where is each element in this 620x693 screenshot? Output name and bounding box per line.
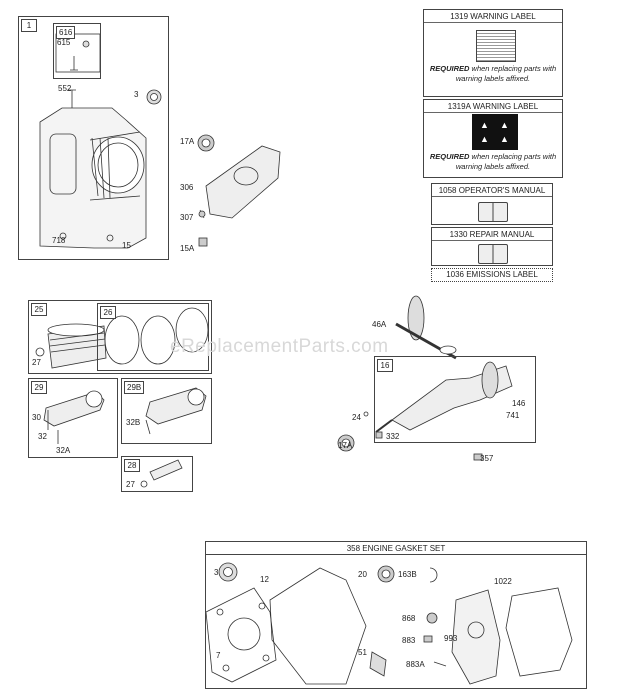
part-label: 27 — [32, 358, 41, 367]
part-label: 30 — [32, 413, 41, 422]
card-title: 1330 REPAIR MANUAL — [432, 229, 552, 241]
cam-gear-drawing — [395, 295, 457, 360]
watermark: eReplacementParts.com — [170, 336, 389, 357]
part-label: 32B — [126, 418, 141, 427]
part-label: 32A — [56, 446, 71, 455]
part-label: 1022 — [494, 577, 512, 586]
part-label: 868 — [402, 614, 416, 623]
part-label: 3 — [214, 568, 219, 577]
piston-ring-drawing — [104, 315, 140, 365]
piston-rings-box: 26 — [97, 303, 209, 371]
part-label: 17A — [338, 441, 353, 450]
repair-manual-card: 1330 REPAIR MANUAL — [431, 227, 553, 266]
part-label: 332 — [386, 432, 400, 441]
part-label: 307 — [180, 213, 194, 222]
part-label: 17A — [180, 137, 195, 146]
warning-label-1319a-card: 1319A WARNING LABEL ▲ ▲ ▲ ▲ REQUIRED whe… — [423, 99, 563, 178]
ref-tag: 29 — [31, 381, 47, 394]
part-label: 27 — [126, 480, 135, 489]
ref-tag: 26 — [100, 306, 116, 319]
part-label: 24 — [352, 413, 361, 422]
card-title: 1319 WARNING LABEL — [424, 11, 562, 23]
part-label: 163B — [398, 570, 417, 579]
card-title: 1319A WARNING LABEL — [424, 101, 562, 113]
required-note: REQUIRED when replacing parts with warni… — [429, 152, 557, 171]
book-icon — [478, 202, 508, 222]
part-label: 7 — [216, 651, 221, 660]
piston-pin-box: 28 — [121, 456, 193, 492]
warning-label-image: ▲ ▲ ▲ ▲ — [472, 114, 518, 150]
operators-manual-card: 1058 OPERATOR'S MANUAL — [431, 183, 553, 225]
warning-label-1319-card: 1319 WARNING LABEL REQUIRED when replaci… — [423, 9, 563, 97]
part-label: 883A — [406, 660, 425, 669]
ref-tag: 1 — [21, 19, 37, 32]
part-label: 12 — [260, 575, 269, 584]
connecting-rod-box: 29 — [28, 378, 118, 458]
part-label: 15 — [122, 241, 131, 250]
book-icon — [478, 244, 508, 264]
emissions-label-card: 1036 EMISSIONS LABEL — [431, 268, 553, 282]
warning-label-image — [476, 30, 516, 62]
card-title: 1036 EMISSIONS LABEL — [446, 270, 538, 279]
part-label: 20 — [358, 570, 367, 579]
cylinder-assembly-box: 1 616 — [18, 16, 169, 260]
part-label: 993 — [444, 634, 458, 643]
piston-pin-drawing — [149, 459, 183, 481]
part-label: 3 — [134, 90, 139, 99]
breather-drawing — [205, 145, 281, 219]
ref-tag: 25 — [31, 303, 47, 316]
part-label: 615 — [57, 38, 71, 47]
engine-gasket-set-box: 358 ENGINE GASKET SET — [205, 541, 587, 689]
ref-tag: 28 — [124, 459, 140, 472]
card-title: 1058 OPERATOR'S MANUAL — [432, 185, 552, 197]
required-note: REQUIRED when replacing parts with warni… — [429, 64, 557, 83]
ref-tag: 616 — [56, 26, 76, 39]
part-label: 357 — [480, 454, 494, 463]
head-gasket-drawing — [205, 587, 277, 683]
crankcase-gasket-drawing — [269, 567, 367, 685]
part-label: 552 — [58, 84, 72, 93]
gasket-set-title: 358 ENGINE GASKET SET — [206, 543, 586, 555]
part-label: 146 — [512, 399, 526, 408]
piston-box: 25 26 — [28, 300, 212, 374]
part-label: 51 — [358, 648, 367, 657]
part-label: 46A — [372, 320, 387, 329]
part-label: 32 — [38, 432, 47, 441]
connecting-rod-alt-box: 29B — [121, 378, 212, 444]
part-label: 306 — [180, 183, 194, 192]
crankshaft-box: 16 — [374, 356, 536, 443]
part-label: 741 — [506, 411, 520, 420]
valve-subassembly-box: 616 — [53, 23, 101, 79]
ref-tag: 16 — [377, 359, 393, 372]
part-label: 883 — [402, 636, 416, 645]
part-label: 718 — [52, 236, 66, 245]
valve-cover-gasket-drawing — [451, 589, 501, 685]
ref-tag: 29B — [124, 381, 145, 394]
part-label: 15A — [180, 244, 195, 253]
valve-drawing — [70, 56, 78, 71]
